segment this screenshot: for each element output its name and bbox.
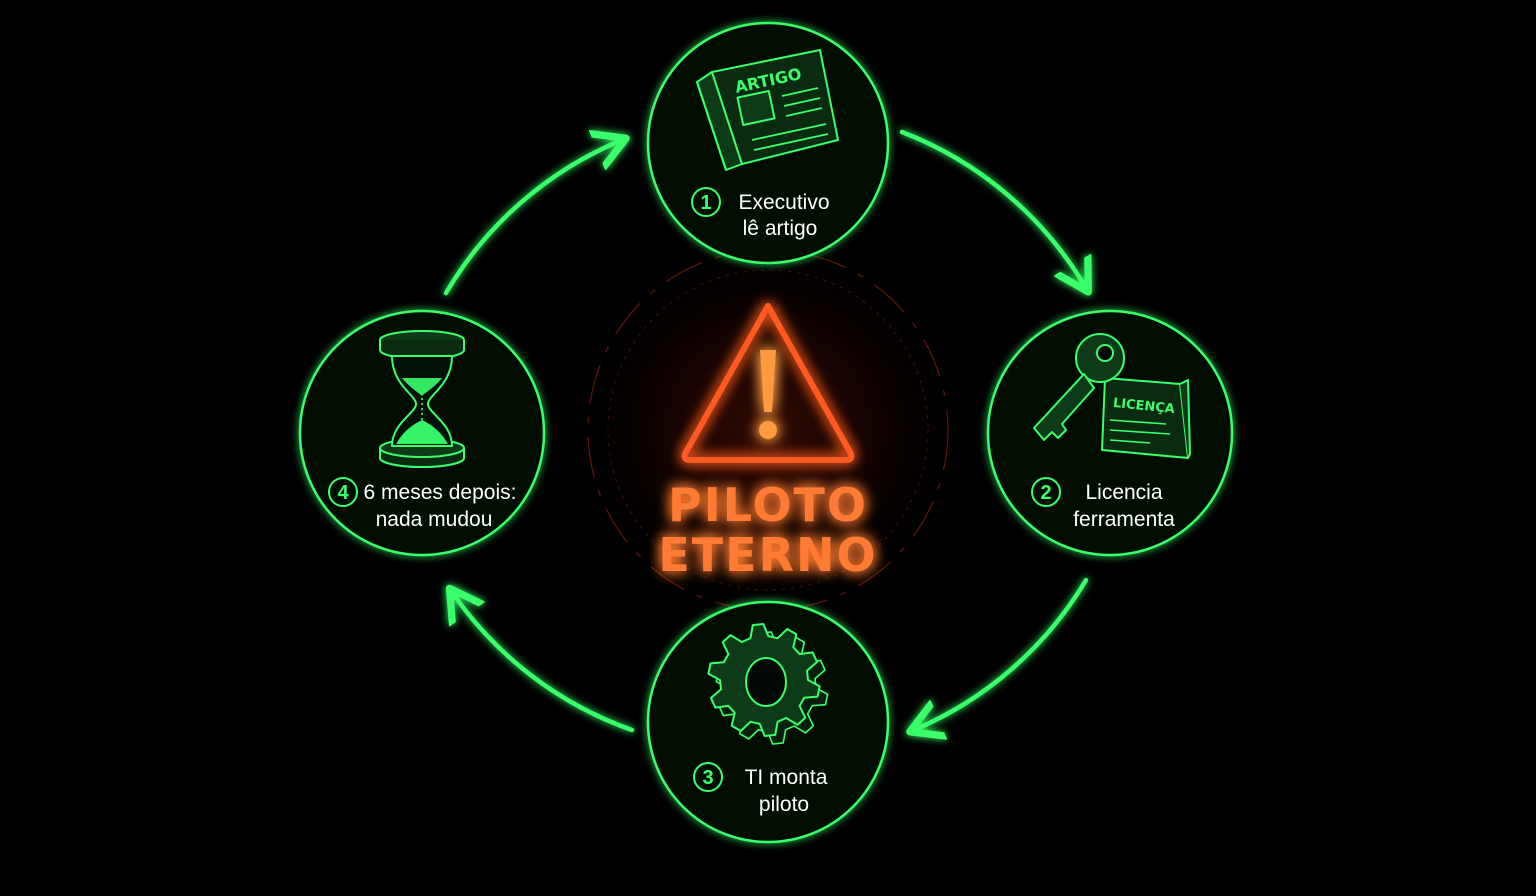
step-1-number-badge (691, 187, 721, 217)
step-4-number-badge (328, 477, 358, 507)
step-4-number: 4 (337, 482, 349, 504)
cycle-arrows (443, 129, 1089, 733)
center-ring-inner (607, 269, 929, 591)
step-1-number: 1 (700, 192, 711, 214)
step-1-label-line1: Executivo (738, 191, 829, 214)
step-2-label-line1: Licencia (1085, 481, 1162, 504)
warning-triangle-icon (681, 303, 855, 463)
step-3-number-badge (693, 762, 723, 792)
step-1-node: ARTIGO 1 Executivo lê artigo (646, 21, 890, 265)
step-3-number: 3 (702, 767, 713, 789)
step-1-label-line2: lê artigo (743, 217, 818, 240)
gear-icon (707, 623, 829, 745)
newspaper-icon (696, 49, 839, 171)
step-2-number: 2 (1040, 482, 1051, 504)
step-4-label-line2: nada mudou (376, 508, 493, 531)
step-4-node: 4 6 meses depois: nada mudou (298, 309, 546, 557)
arrow-4-to-1 (443, 140, 622, 296)
arrow-3-to-4 (452, 592, 635, 733)
key-license-icon-label: LICENÇA (1112, 396, 1175, 417)
arrow-2-to-3 (914, 577, 1089, 730)
step-2-label-line2: ferramenta (1073, 508, 1175, 531)
step-2-node: LICENÇA 2 Licencia ferramenta (986, 309, 1234, 557)
step-3-label-line1: TI monta (745, 766, 828, 789)
center-title: PILOTO ETERNO (658, 478, 877, 582)
step-2-number-badge (1031, 477, 1061, 507)
hourglass-icon (379, 330, 465, 468)
key-license-icon (1033, 333, 1191, 459)
arrow-1-to-2 (899, 129, 1086, 288)
center-title-line2: ETERNO (658, 528, 877, 582)
step-3-node: 3 TI monta piloto (646, 600, 890, 844)
gear-icon-hole (745, 657, 787, 707)
step-3-label-line2: piloto (759, 793, 809, 816)
step-4-label-line1: 6 meses depois: (364, 481, 517, 504)
center-title-line1: PILOTO (668, 478, 868, 532)
